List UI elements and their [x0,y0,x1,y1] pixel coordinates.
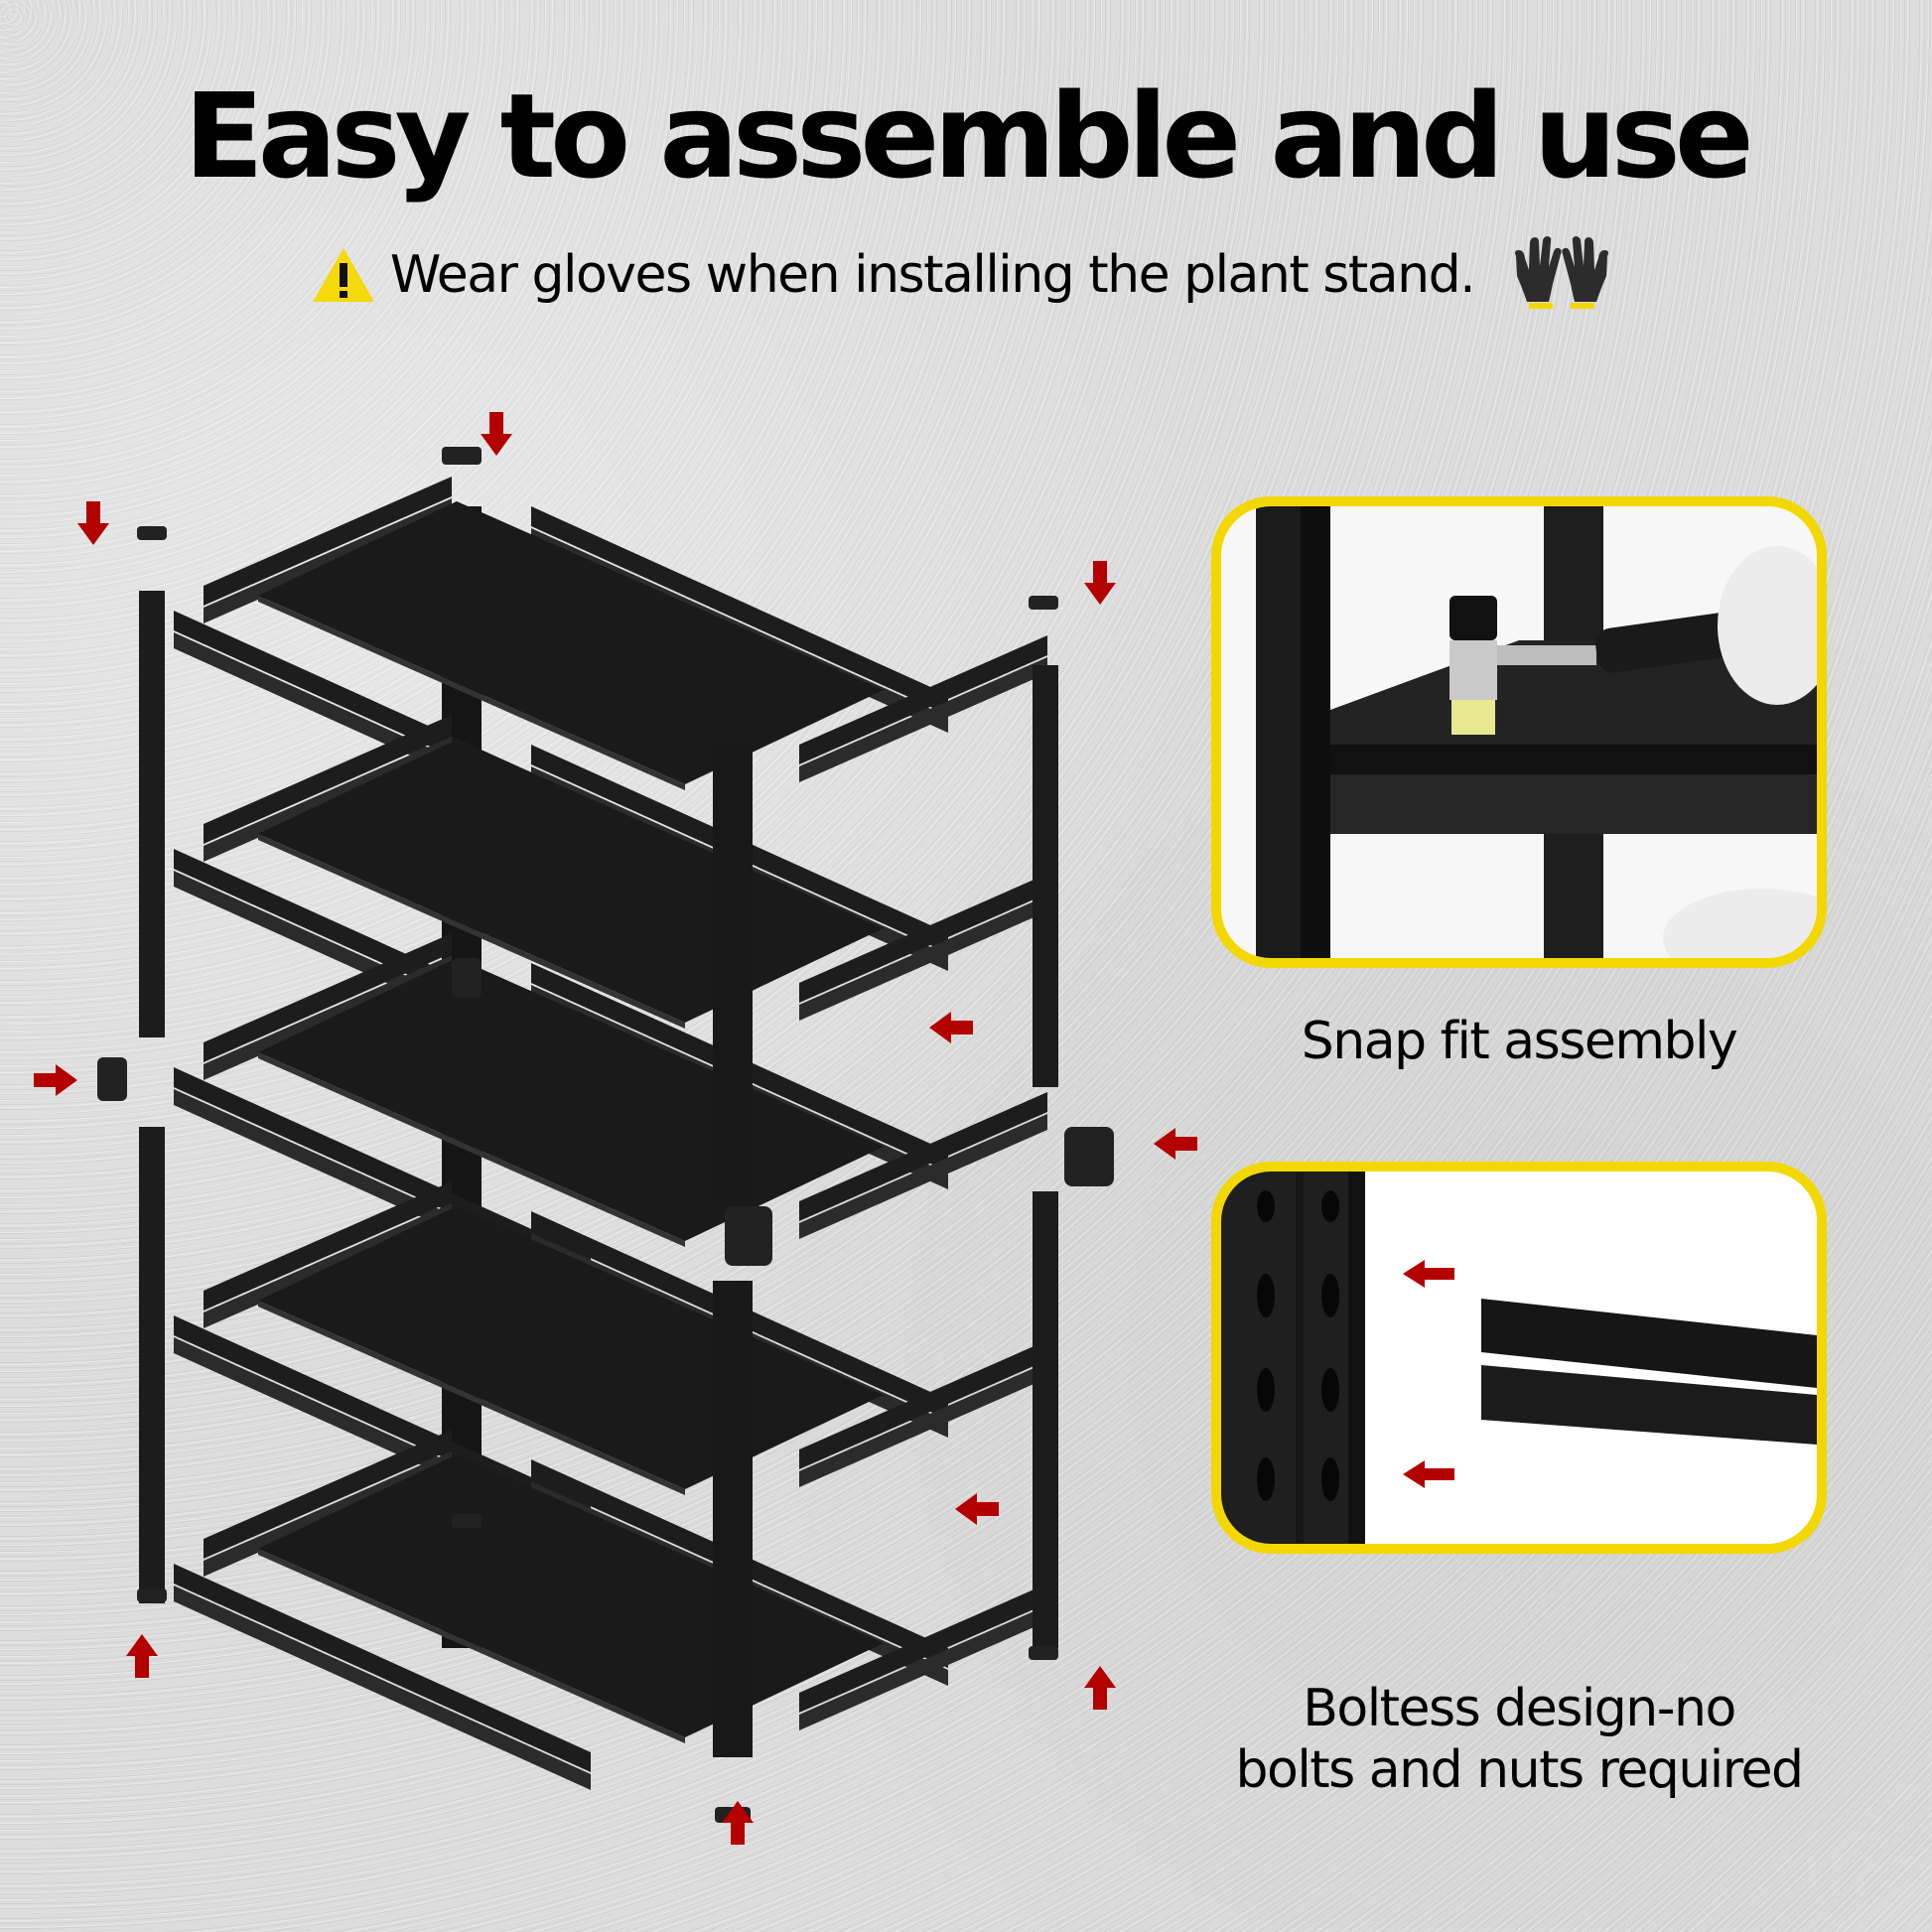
caption-line-2: bolts and nuts required [1235,1740,1804,1801]
page-title: Easy to assemble and use [184,68,1754,205]
feature-caption-boltless: Boltess design-no bolts and nuts require… [1211,1678,1827,1802]
warning-triangle-icon [312,248,374,302]
feature-card-snap-fit [1211,496,1827,968]
feature-caption-snap-fit: Snap fit assembly [1301,1012,1738,1071]
tier-4 [174,1181,1047,1542]
warning-line: Wear gloves when installing the plant st… [0,236,1932,314]
caption-line-1: Boltess design-no [1303,1679,1736,1738]
warning-text: Wear gloves when installing the plant st… [389,245,1476,305]
upright-and-beam-photo [1221,1172,1817,1544]
right-upright [1033,665,1058,1648]
front-upright [713,745,753,1757]
mallet-photo [1221,506,1817,958]
tier-5 [174,1430,1047,1790]
connectors [97,447,1114,1823]
feature-card-boltless [1211,1162,1827,1554]
gloves-icon [1515,236,1609,309]
exploded-shelf-diagram [34,412,1197,1845]
left-upright [139,591,165,1603]
